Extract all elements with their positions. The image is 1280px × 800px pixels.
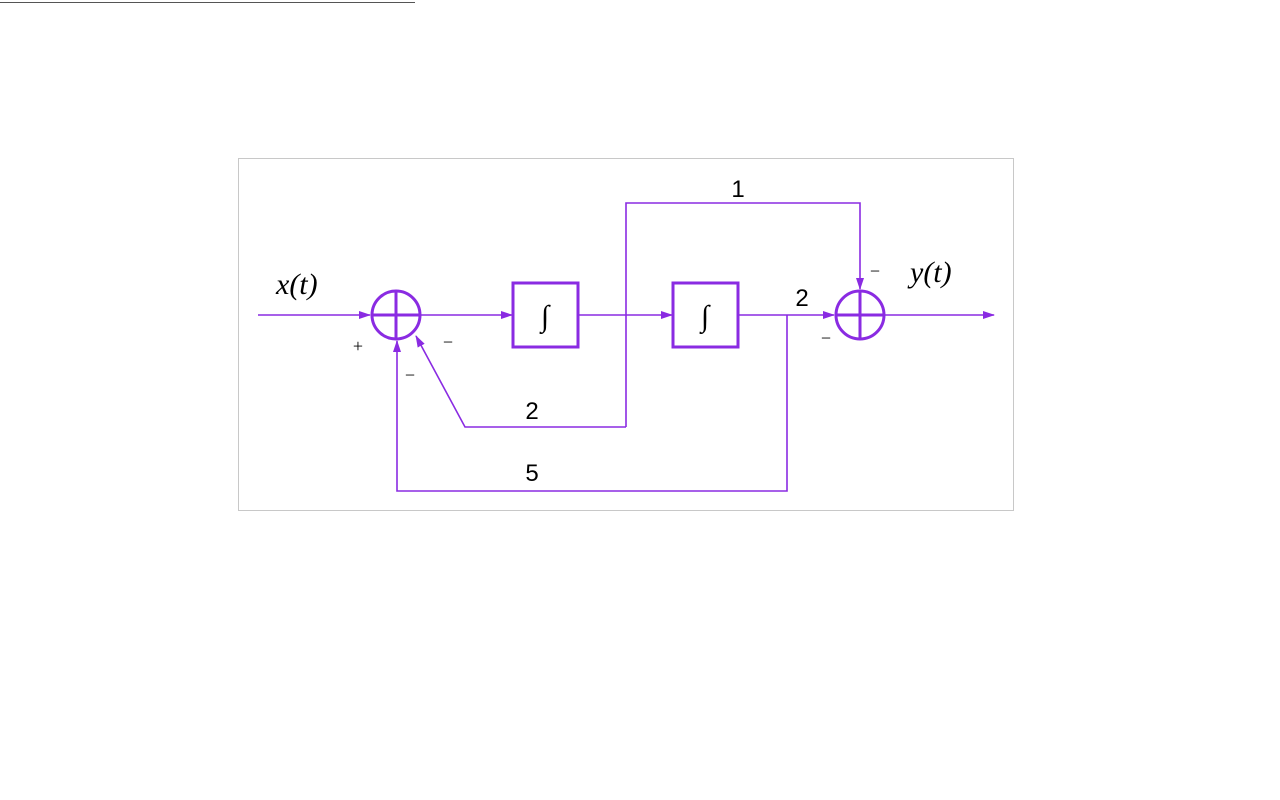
integrator-block-2 [671, 281, 740, 349]
integrator-2-symbol: ∫ [699, 300, 711, 335]
inner-feedback-wire [415, 335, 626, 428]
gain-feedback-outer: 5 [525, 460, 538, 487]
outer-feedback-wire [393, 315, 788, 492]
sum1-sign-input: + [353, 336, 363, 356]
gain-feedforward-top: 1 [731, 176, 744, 203]
sum2-sign-top: − [870, 261, 880, 281]
sum2-sign-left: − [821, 328, 831, 348]
input-signal-label: x(t) [275, 268, 318, 301]
output-signal-label: y(t) [907, 256, 952, 289]
gain-output-path: 2 [795, 285, 808, 312]
top-rule [0, 0, 415, 3]
sum1-sign-outer-feedback: − [405, 365, 415, 385]
feedforward-top-wire [625, 202, 864, 427]
summing-junction-1 [370, 289, 422, 341]
integrator-block-1 [511, 281, 580, 349]
integrator-1-symbol: ∫ [539, 300, 551, 335]
diagram-frame [238, 158, 1014, 511]
gain-feedback-inner: 2 [525, 398, 538, 425]
sum1-sign-inner-feedback: − [443, 332, 453, 352]
summing-junction-2 [834, 289, 886, 341]
